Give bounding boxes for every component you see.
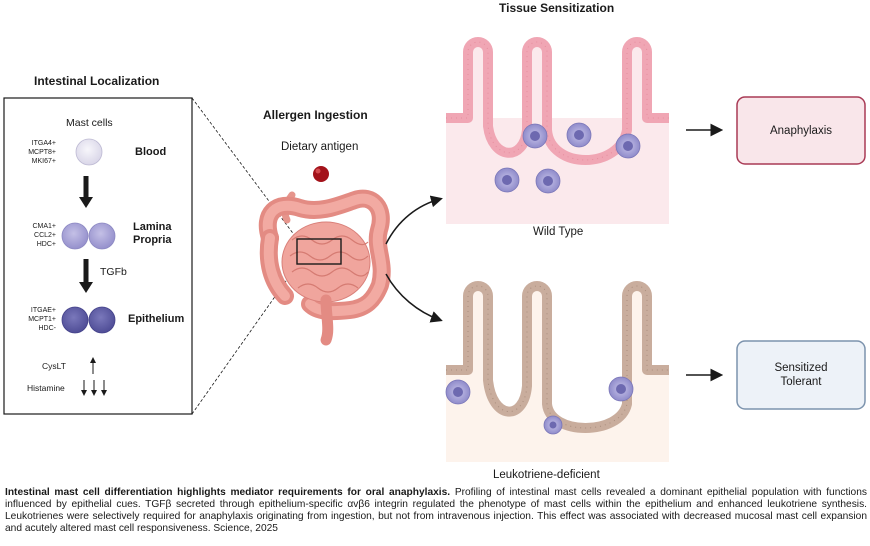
blood-markers: ITGA4+MCPT8+MKI67+ — [28, 140, 56, 165]
leukotriene-mast-cells — [445, 376, 634, 435]
epithelium-mast-cell-1 — [61, 306, 89, 334]
arrow-to-leukotriene — [385, 273, 443, 323]
arrow-to-wild-type — [385, 195, 443, 245]
tgfb-label: TGFb — [100, 266, 127, 278]
epithelium-label: Epithelium — [128, 313, 185, 325]
intestine-zoom-box — [296, 238, 342, 265]
anaphylaxis-box — [736, 96, 866, 165]
lamina-markers: CMA1+CCL2+HDC+ — [32, 223, 56, 248]
zoom-line-bottom — [191, 263, 299, 415]
cyslt-label: CysLT — [42, 361, 66, 371]
dietary-antigen-label: Dietary antigen — [281, 141, 359, 153]
epithelium-mast-cell-2 — [88, 306, 116, 334]
leukotriene-deficient-label: Leukotriene-deficient — [493, 469, 600, 481]
blood-label: Blood — [135, 146, 167, 158]
caption-body: Profiling of intestinal mast cells revea… — [5, 487, 867, 534]
dietary-antigen-icon — [313, 166, 329, 182]
lamina-mast-cell-1 — [61, 222, 89, 250]
localization-box — [3, 97, 193, 415]
epithelium-markers: ITGAE+MCPT1+HDC- — [28, 307, 56, 332]
blood-mast-cell — [75, 138, 103, 166]
intestinal-localization-title: Intestinal Localization — [34, 74, 160, 88]
caption-bold: Intestinal mast cell differentiation hig… — [5, 487, 451, 498]
anaphylaxis-label: Anaphylaxis — [769, 124, 832, 137]
wild-type-mast-cells — [494, 122, 641, 194]
tissue-sensitization-title: Tissue Sensitization — [499, 1, 615, 15]
mast-cells-label: Mast cells — [66, 117, 113, 129]
allergen-ingestion-title: Allergen Ingestion — [263, 108, 368, 122]
leukotriene-tissue — [446, 281, 669, 462]
figure-caption: Intestinal mast cell differentiation hig… — [5, 487, 867, 535]
histamine-label: Histamine — [27, 383, 65, 393]
wild-type-tissue — [446, 37, 669, 224]
tolerant-box — [736, 340, 866, 410]
wild-type-label: Wild Type — [533, 226, 584, 238]
intestine-icon — [258, 189, 391, 346]
lamina-mast-cell-2 — [88, 222, 116, 250]
